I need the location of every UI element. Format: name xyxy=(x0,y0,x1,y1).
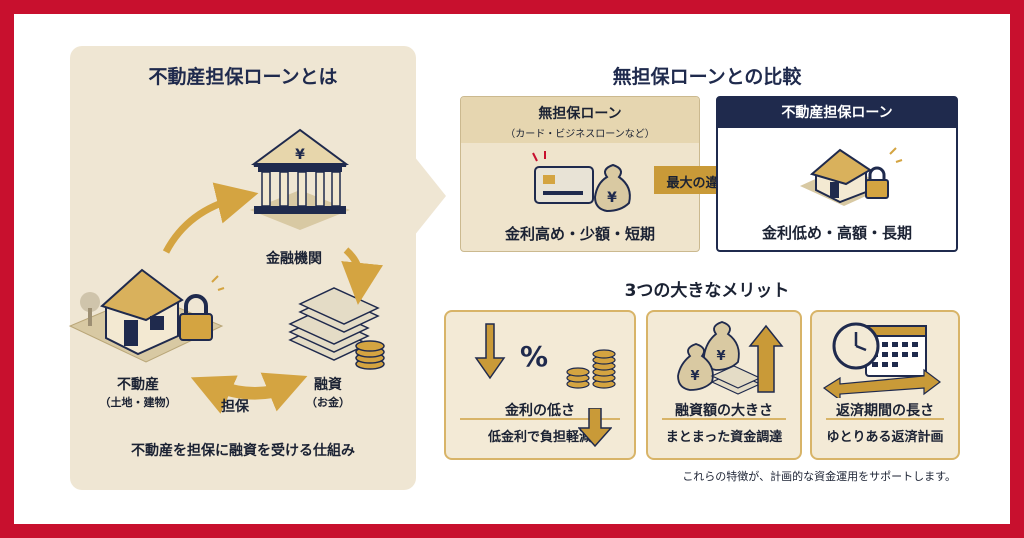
left-caption: 不動産を担保に融資を受ける仕組み xyxy=(131,443,355,459)
clock-calendar-icon xyxy=(822,322,941,398)
loan-sublabel: （お金） xyxy=(306,396,350,409)
unsecured-loan-card: 無担保ローン （カード・ビジネスローンなど） ¥ 金利高め・少額・短期 xyxy=(460,96,700,252)
unsecured-subtitle: （カード・ビジネスローンなど） xyxy=(505,129,655,140)
money-stack-icon xyxy=(288,287,385,370)
secured-title: 不動産担保ローン xyxy=(718,98,956,128)
bank-label: 金融機関 xyxy=(266,251,322,267)
moneybag-yen-sign: ¥ xyxy=(607,190,617,206)
secured-feature: 金利低め・高額・長期 xyxy=(761,224,912,242)
merit-desc-long-term: ゆとりある返済計画 xyxy=(826,430,944,445)
merit-title-large-amount: 融資額の大きさ xyxy=(675,403,773,419)
panel-chevron xyxy=(414,46,446,490)
compare-title: 無担保ローンとの比較 xyxy=(612,66,802,88)
merit-title-long-term: 返済期間の長さ xyxy=(836,403,934,419)
secured-loan-card: 不動産担保ローン 金利低め・高額・長期 xyxy=(716,96,958,252)
cycle-arrows xyxy=(162,182,383,414)
secured-house-lock-icon xyxy=(800,147,903,206)
loan-label: 融資 xyxy=(314,377,342,393)
infographic-frame: 不動産担保ローンとは ¥ 金融機関 不動産 （土地・建物） xyxy=(14,14,1010,524)
bank-icon: ¥ xyxy=(250,128,350,230)
arrow-bank-to-loan xyxy=(341,247,383,305)
moneybag-yen-1: ¥ xyxy=(716,349,725,364)
interest-down-percent-icon: % xyxy=(474,323,616,389)
credit-card-and-moneybag-icon: ¥ xyxy=(532,151,631,213)
arrow-property-to-bank xyxy=(162,182,259,254)
property-label: 不動産 xyxy=(117,377,159,393)
down-arrow-icon xyxy=(578,408,612,448)
bank-yen-sign: ¥ xyxy=(295,147,305,163)
moneybag-yen-2: ¥ xyxy=(690,369,699,384)
merits-title: 3つの大きなメリット xyxy=(624,281,790,301)
unsecured-feature: 金利高め・少額・短期 xyxy=(504,225,655,243)
merit-card-long-term: 返済期間の長さ ゆとりある返済計画 xyxy=(810,310,960,460)
left-title: 不動産担保ローンとは xyxy=(148,66,338,88)
house-with-lock-icon xyxy=(68,268,225,363)
property-sublabel: （土地・建物） xyxy=(99,396,177,409)
merit-card-large-amount: ¥ ¥ 融資額の大きさ まとまった資金調達 xyxy=(646,310,802,460)
arrow-property-to-loan xyxy=(212,372,308,412)
moneybags-up-arrow-icon: ¥ ¥ xyxy=(677,321,784,395)
unsecured-title: 無担保ローン xyxy=(538,106,622,122)
merit-desc-low-interest: 低金利で負担軽減 xyxy=(487,430,592,445)
collateral-label: 担保 xyxy=(221,399,249,415)
merit-title-low-interest: 金利の低さ xyxy=(505,403,575,419)
merit-desc-large-amount: まとまった資金調達 xyxy=(665,430,783,445)
merit-card-low-interest: % 金利の低さ 低金利で負担軽減 xyxy=(444,310,636,460)
percent-sign: % xyxy=(520,340,548,373)
merits-footnote: これらの特徴が、計画的な資金運用をサポートします。 xyxy=(682,470,956,483)
biggest-difference-label: 最大の違い xyxy=(666,176,732,191)
